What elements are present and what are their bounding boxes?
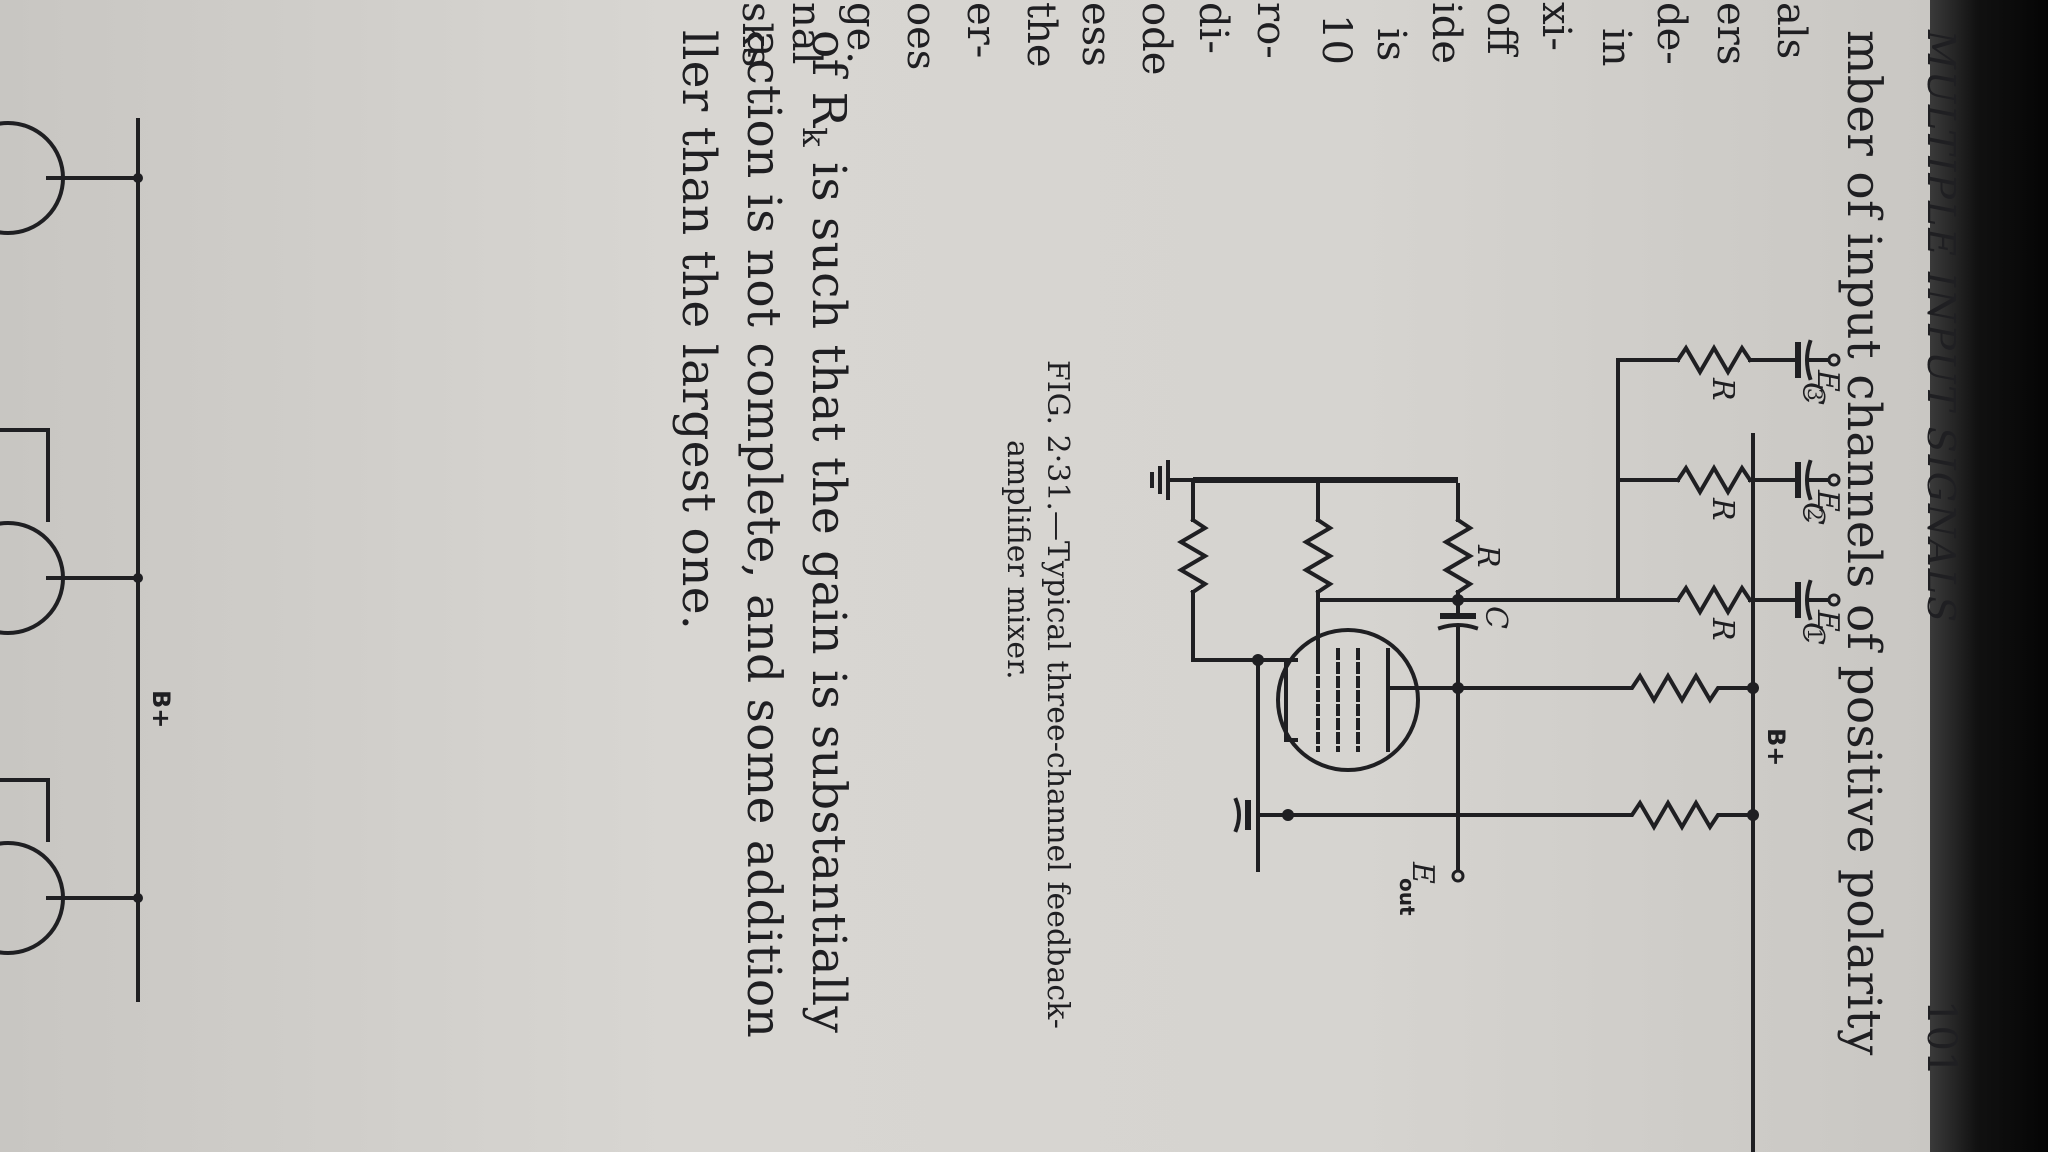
body-line-bottom-3: ller than the largest one. bbox=[671, 30, 726, 630]
margin-fragment: ro- bbox=[1248, 2, 1294, 59]
eout-label: E bbox=[1405, 861, 1440, 884]
page-edge-shadow bbox=[1930, 0, 2048, 1152]
body-line-bottom-1-start: of R bbox=[801, 30, 856, 129]
feedback-capacitor-label: C bbox=[1478, 606, 1513, 629]
figure-caption-line-2: amplifier mixer. bbox=[1000, 440, 1035, 680]
margin-fragment: the bbox=[1018, 2, 1064, 68]
feedback-resistor-label: R bbox=[1470, 544, 1505, 568]
margin-fragment: nal bbox=[783, 2, 829, 64]
channel-3-resistor bbox=[1675, 344, 1753, 376]
channel-3-resistor-label: R bbox=[1705, 377, 1740, 401]
margin-fragment: ers bbox=[1708, 2, 1754, 65]
input-channel-3: R C E 3 bbox=[1616, 339, 1845, 482]
margin-fragment: in bbox=[1593, 28, 1639, 67]
junction-dot bbox=[1747, 682, 1759, 694]
margin-fragment: off bbox=[1478, 2, 1524, 57]
margin-fragment: 10 bbox=[1313, 14, 1359, 65]
body-line-bottom-2: action is not complete, and some additio… bbox=[736, 30, 791, 1038]
body-line-bottom-1-rest: is such that the gain is substantially bbox=[801, 147, 856, 1033]
channel-2-capacitor-plate-curved bbox=[1805, 459, 1813, 501]
adjacent-wire bbox=[0, 428, 50, 522]
channel-3-capacitor-label: C bbox=[1795, 382, 1830, 405]
channel-1-terminal bbox=[1827, 593, 1841, 607]
e2-label: E bbox=[1810, 489, 1845, 512]
channel-1-resistor-label: R bbox=[1705, 617, 1740, 641]
running-header: MULTIPLE INPUT SIGNALS bbox=[1919, 29, 1963, 624]
junction-dot bbox=[133, 893, 143, 903]
e3-subscript: 3 bbox=[1803, 388, 1827, 401]
feedback-resistor bbox=[1442, 517, 1474, 595]
grid-leak-resistor bbox=[1302, 517, 1334, 595]
body-line-bottom-1: of Rk is such that the gain is substanti… bbox=[795, 30, 856, 1033]
input-channel-1: R C E 1 bbox=[1616, 579, 1845, 645]
margin-fragment: xi- bbox=[1533, 2, 1579, 51]
feedback-capacitor-plate-curved bbox=[1437, 623, 1479, 631]
e1-subscript: 1 bbox=[1803, 628, 1827, 641]
channel-2-resistor-label: R bbox=[1705, 497, 1740, 521]
margin-fragment: de- bbox=[1648, 2, 1694, 65]
eout-subscript: out bbox=[1395, 878, 1419, 916]
adjacent-page-diagram: B+ bbox=[0, 118, 175, 1002]
junction-dot bbox=[1747, 809, 1759, 821]
page-number: 101 bbox=[1918, 1000, 1964, 1076]
channel-1-capacitor-plate-curved bbox=[1805, 579, 1813, 621]
margin-fragment: ess bbox=[1073, 2, 1119, 67]
channel-2-terminal bbox=[1827, 473, 1841, 487]
channel-2-resistor bbox=[1675, 464, 1753, 496]
screen-resistor bbox=[1606, 799, 1755, 831]
output-terminal bbox=[1451, 869, 1465, 883]
e3-label: E bbox=[1810, 369, 1845, 392]
e2-subscript: 2 bbox=[1803, 508, 1827, 521]
margin-fragments: als ers de- in xi- off ide is 10 ro- di-… bbox=[733, 2, 1814, 75]
margin-fragment: oes bbox=[898, 2, 944, 70]
channel-3-capacitor-plate-curved bbox=[1805, 339, 1813, 381]
channel-1-resistor bbox=[1675, 584, 1753, 616]
e1-label: E bbox=[1810, 609, 1845, 632]
margin-fragment: ide bbox=[1423, 2, 1469, 64]
margin-fragment: sks bbox=[733, 2, 779, 67]
margin-fragment: is bbox=[1368, 28, 1414, 61]
pentode-tube bbox=[1276, 628, 1420, 772]
adjacent-tube bbox=[0, 841, 65, 955]
tube-cathode bbox=[1284, 658, 1298, 742]
b-plus-label: B+ bbox=[1762, 728, 1790, 766]
plate-load-resistor bbox=[1606, 672, 1755, 704]
book-page-photo bbox=[0, 0, 1930, 1152]
junction-dot bbox=[133, 173, 143, 183]
adjacent-tube bbox=[0, 521, 65, 635]
margin-fragment: ge. bbox=[838, 2, 884, 64]
channel-2-capacitor-label: C bbox=[1795, 502, 1830, 525]
margin-fragment: ode bbox=[1133, 2, 1179, 75]
margin-fragment: er- bbox=[958, 2, 1004, 58]
figure-caption-line-1: FIG. 2·31.—Typical three-channel feedbac… bbox=[1040, 360, 1075, 1029]
adjacent-wire bbox=[0, 778, 50, 842]
bypass-capacitor-plate-curved bbox=[1233, 797, 1241, 833]
input-channel-2: R C E 2 bbox=[1616, 459, 1845, 525]
junction-dot bbox=[133, 573, 143, 583]
adjacent-b-plus-label: B+ bbox=[147, 690, 175, 728]
margin-fragment: di- bbox=[1190, 2, 1236, 54]
feedback-mixer-circuit: B+ E out bbox=[1150, 339, 1845, 1152]
channel-1-capacitor-label: C bbox=[1795, 622, 1830, 645]
body-line-top: mber of input channels of positive polar… bbox=[1836, 30, 1891, 1056]
channel-3-terminal bbox=[1827, 353, 1841, 367]
margin-fragment: als bbox=[1768, 2, 1814, 59]
cathode-resistor bbox=[1177, 517, 1209, 595]
adjacent-tube bbox=[0, 121, 65, 235]
body-line-bottom-1-subscript: k bbox=[795, 127, 833, 147]
